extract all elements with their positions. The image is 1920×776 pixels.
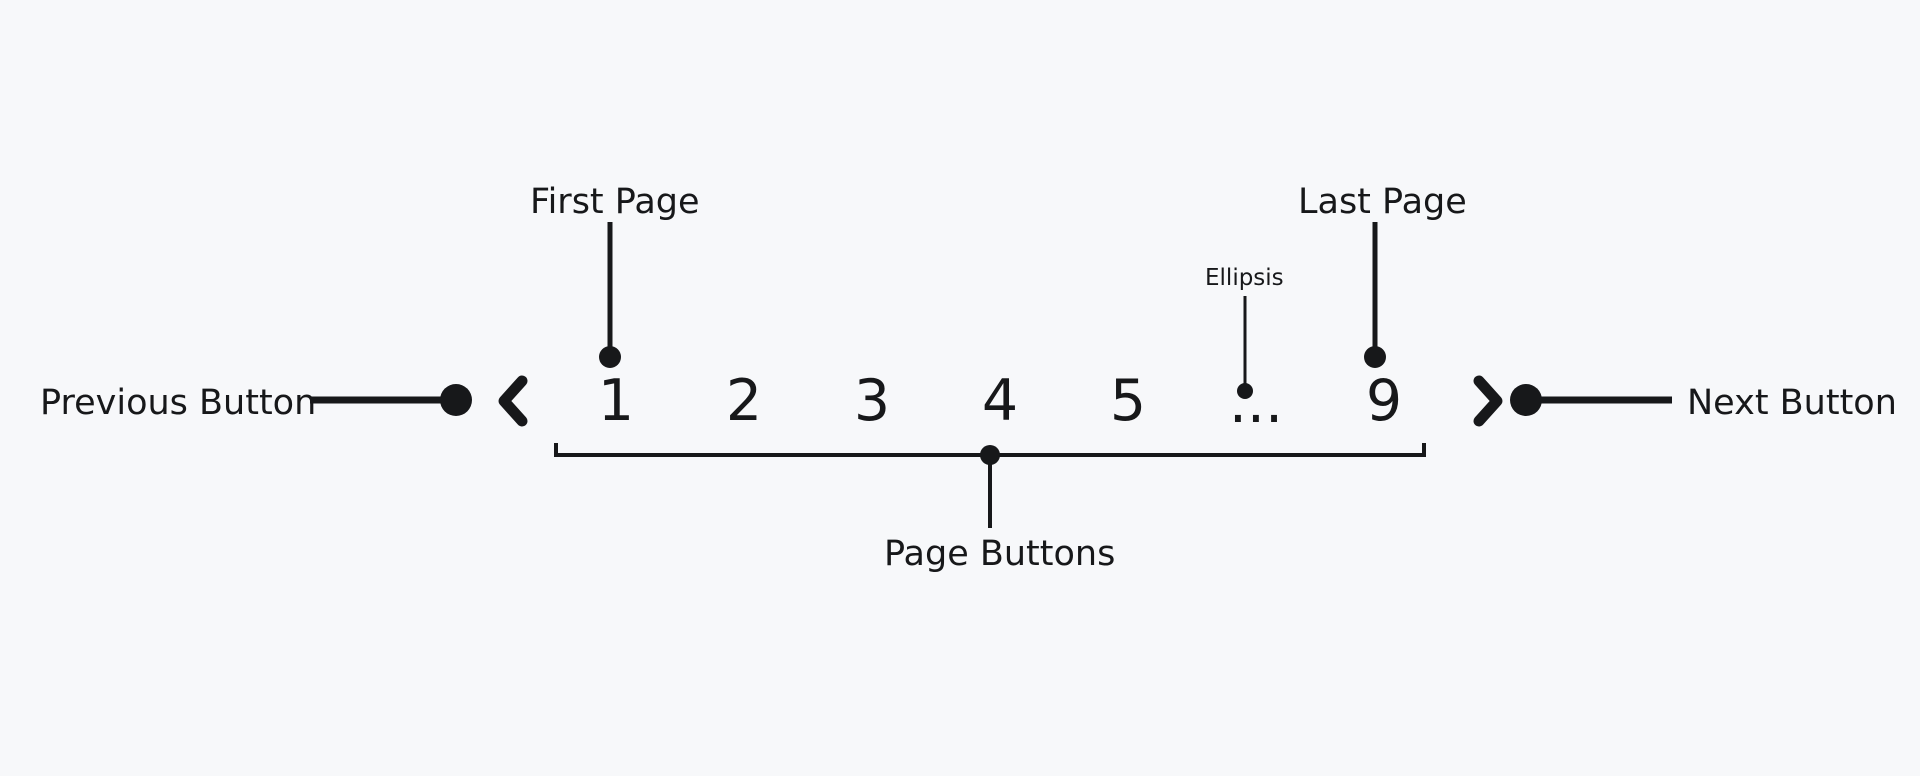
leader-dot-page-buttons — [980, 445, 1000, 465]
spacer — [1448, 362, 1464, 440]
annotation-label-page-buttons: Page Buttons — [884, 534, 1116, 574]
page-button-1[interactable]: 1 — [597, 368, 635, 434]
leader-dot-next-button — [1510, 384, 1542, 416]
annotation-label-last-page: Last Page — [1298, 182, 1467, 222]
previous-page-button[interactable] — [490, 362, 536, 440]
page-button-4[interactable]: 4 — [981, 368, 1019, 434]
page-button-9[interactable]: 9 — [1365, 368, 1403, 434]
annotation-label-previous-button: Previous Button — [40, 383, 317, 423]
annotation-label-ellipsis: Ellipsis — [1205, 265, 1284, 291]
annotation-label-next-button: Next Button — [1687, 383, 1897, 423]
page-button-2[interactable]: 2 — [725, 368, 763, 434]
pagination-control: 1 2 3 4 5 ... 9 — [490, 362, 1510, 440]
next-page-button[interactable] — [1464, 362, 1510, 440]
chevron-right-icon — [1470, 375, 1504, 427]
page-button-5[interactable]: 5 — [1109, 368, 1147, 434]
spacer — [536, 362, 552, 440]
annotation-label-first-page: First Page — [530, 182, 700, 222]
page-button-3[interactable]: 3 — [853, 368, 891, 434]
pagination-ellipsis: ... — [1228, 370, 1284, 436]
leader-dot-previous-button — [440, 384, 472, 416]
chevron-left-icon — [496, 375, 530, 427]
bracket-page-buttons — [554, 443, 1426, 457]
